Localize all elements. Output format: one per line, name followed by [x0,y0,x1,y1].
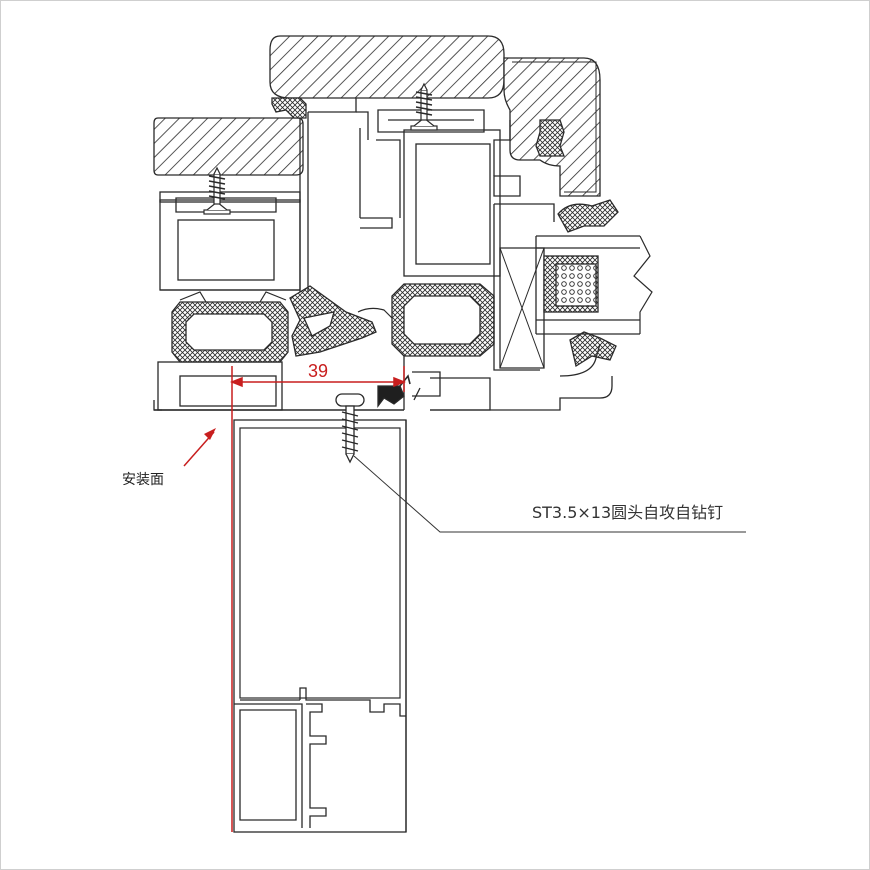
screw-leader-line [353,455,746,533]
profile-lines [153,35,653,833]
glazing-gasket-top [557,199,619,233]
mounting-surface-arrow-icon [183,428,216,467]
screw-callout-label: ST3.5×13圆头自攻自钻钉 [532,503,723,522]
center-gasket [289,285,377,357]
screw-icon-3 [335,393,365,464]
desiccant [555,263,597,307]
clip [377,385,405,408]
subframe [233,419,407,833]
dimension-label: 39 [308,361,328,381]
top-wood-cladding [269,35,505,99]
mounting-surface-label: 安装面 [122,472,164,488]
glazing-gasket-bottom [569,331,617,368]
top-gasket [271,97,307,119]
dimension-39 [229,366,407,412]
left-wood-cladding [153,117,304,176]
